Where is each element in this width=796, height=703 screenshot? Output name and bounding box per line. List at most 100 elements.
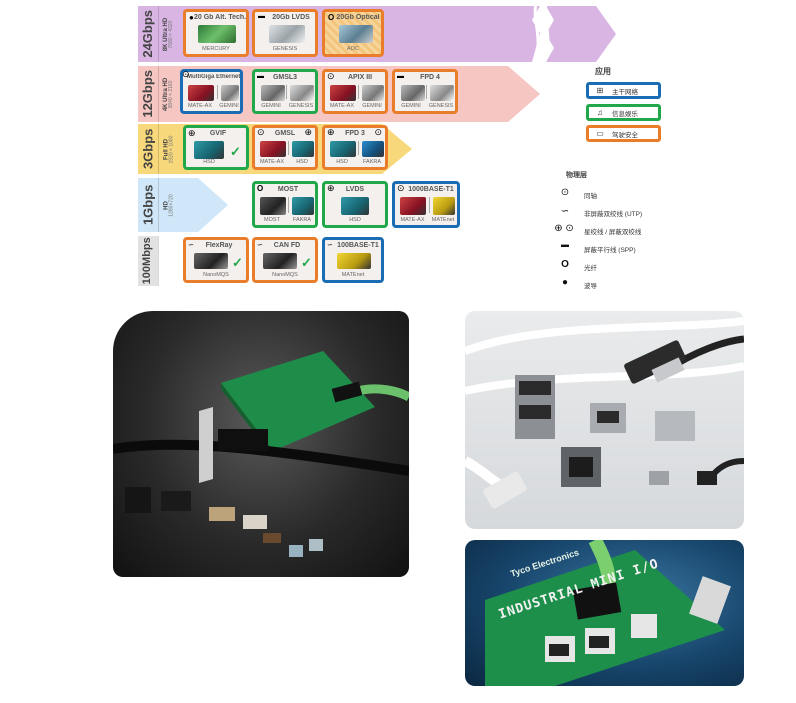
row-resolution: 1920 × 1080	[168, 135, 175, 163]
card-sub: MOST	[264, 217, 280, 223]
card-gmsl3: GMSL3 ▬ GEMINI GENESIS	[252, 69, 318, 114]
card-title: 20Gb Optical	[336, 14, 380, 21]
physical-label: 星绞线 / 屏蔽双绞线	[584, 229, 642, 236]
star-quad-icon: ⊕	[304, 127, 312, 137]
row-speed: 100Mbps	[141, 237, 154, 285]
check-icon: ✓	[232, 255, 243, 270]
card-optical20: 20Gb Optical O AOC	[322, 9, 384, 57]
connector-image	[194, 141, 224, 159]
connector-image	[341, 197, 369, 215]
card-divider	[288, 197, 289, 213]
spp-icon: ▬	[397, 73, 404, 80]
physical-label: 屏蔽平行线 (SPP)	[584, 247, 636, 254]
card-title: 1000BASE-T1	[408, 186, 454, 193]
card-sub: MATE-AX	[329, 103, 355, 109]
row-resolution: 7680 × 4320	[168, 20, 175, 48]
utp-icon: ∽	[560, 206, 570, 217]
card-most: MOST O MOST FAKRA	[252, 181, 318, 228]
card-sub: HSD	[336, 159, 348, 165]
card-title: APIX III	[347, 74, 373, 81]
car-icon: ▭	[596, 129, 604, 138]
card-sub: HSD	[203, 159, 215, 165]
card-sub: NanoMQS	[203, 272, 229, 278]
row-format-1: HD 1280×720	[158, 178, 180, 232]
card-title: GMSL	[274, 130, 296, 137]
card-sub: AOC	[347, 46, 359, 52]
card-title: GMSL3	[272, 74, 298, 81]
card-divider	[358, 141, 359, 155]
star-quad-icon: ⊕	[188, 128, 196, 138]
card-lvds: LVDS ⊕ HSD	[322, 181, 388, 228]
row-label-1gbps: 1Gbps	[138, 178, 159, 232]
fiber-icon: O	[561, 259, 569, 270]
card-sub: NanoMQS	[272, 272, 298, 278]
row-label-24gbps: 24Gbps	[138, 6, 159, 62]
diagram-band-shapes	[138, 3, 616, 286]
photo-pcb-connectors	[113, 311, 409, 577]
photo-industrial-mini-io: Tyco Electronics INDUSTRIAL MINI I/O	[465, 540, 744, 686]
legend-title: 应用	[595, 67, 611, 76]
card-divider	[429, 197, 430, 213]
connector-image	[330, 85, 356, 101]
connector-image	[330, 141, 356, 157]
physical-label: 同轴	[584, 193, 597, 200]
utp-icon: ∽	[188, 242, 194, 249]
connector-image	[221, 85, 239, 101]
card-1000base-t1: 1000BASE-T1 ⊙ MATE-AX MATEnet	[392, 181, 460, 228]
row-speed: 12Gbps	[140, 70, 156, 118]
connector-image	[362, 85, 384, 101]
card-lvds20: 20Gb LVDS ▬ GENESIS	[252, 9, 318, 57]
card-sub: MATEnet	[341, 272, 365, 278]
legend-safety: ▭ 驾驶安全	[586, 125, 661, 142]
card-divider	[286, 85, 287, 99]
connector-image	[290, 85, 314, 101]
card-divider	[288, 141, 289, 155]
legend-label: 信息娱乐	[612, 110, 638, 118]
connector-image	[198, 25, 236, 43]
connector-image	[339, 25, 373, 43]
row-label-100mbps: 100Mbps	[138, 236, 159, 286]
row-speed: 1Gbps	[140, 184, 156, 226]
physical-label: 波导	[584, 283, 597, 290]
star-quad-icon: ⊕ ⊙	[554, 223, 574, 234]
card-title: FPD 3	[345, 130, 365, 137]
fiber-icon: O	[328, 13, 335, 22]
row-speed: 24Gbps	[140, 10, 156, 58]
card-sub: GENESIS	[288, 103, 314, 109]
waveguide-icon: ●	[189, 13, 194, 22]
legend-label: 驾驶安全	[612, 131, 638, 139]
card-canfd: CAN FD ∽ ✓ NanoMQS	[252, 237, 318, 283]
coax-icon: ⊙	[257, 127, 265, 137]
photo-pcb-connectors-art	[113, 351, 409, 557]
card-sub: MATE-AX	[259, 159, 285, 165]
card-title: LVDS	[345, 186, 365, 193]
card-title: MultiGiga Ethernet	[187, 74, 240, 80]
network-icon: ⊞	[596, 86, 604, 95]
coax-icon: ⊙	[327, 71, 335, 81]
card-divider	[426, 85, 427, 99]
card-fpd3: FPD 3 ⊕ ⊙ HSD FAKRA	[322, 125, 388, 170]
connectivity-diagram: 24Gbps 8K Ultra HD 7680 × 4320 12Gbps 4K…	[0, 0, 796, 300]
row-format-24: 8K Ultra HD 7680 × 4320	[158, 6, 180, 62]
card-sub: MATEnet	[431, 217, 455, 223]
connector-image	[400, 197, 426, 215]
card-sub: GEMINI	[401, 103, 421, 109]
check-icon: ✓	[301, 255, 312, 270]
card-sub: MATE-AX	[400, 217, 425, 223]
row-resolution: 1280×720	[168, 193, 175, 217]
card-flexray: FlexRay ∽ ✓ NanoMQS	[183, 237, 249, 283]
card-gmsl: GMSL ⊙ ⊕ MATE-AX HSD	[252, 125, 318, 170]
connector-image	[260, 197, 286, 215]
card-sub: GENESIS	[272, 46, 298, 52]
row-resolution: 3840 × 2160	[168, 80, 175, 108]
card-apix3: APIX III ⊙ MATE-AX GEMINI	[322, 69, 388, 114]
spp-icon: ▬	[257, 73, 264, 80]
coax-icon: ⊙	[560, 187, 570, 198]
card-alt-tech: 20 Gb Alt. Tech. ● MERCURY	[183, 9, 249, 57]
star-quad-icon: ⊕	[327, 183, 335, 193]
card-title: CAN FD	[273, 242, 301, 249]
spp-icon: ▬	[258, 13, 265, 20]
card-gvif: GVIF ⊕ ✓ HSD	[183, 125, 249, 170]
physical-label: 光纤	[584, 265, 597, 272]
card-fpd4: FPD 4 ▬ GEMINI GENESIS	[392, 69, 458, 114]
